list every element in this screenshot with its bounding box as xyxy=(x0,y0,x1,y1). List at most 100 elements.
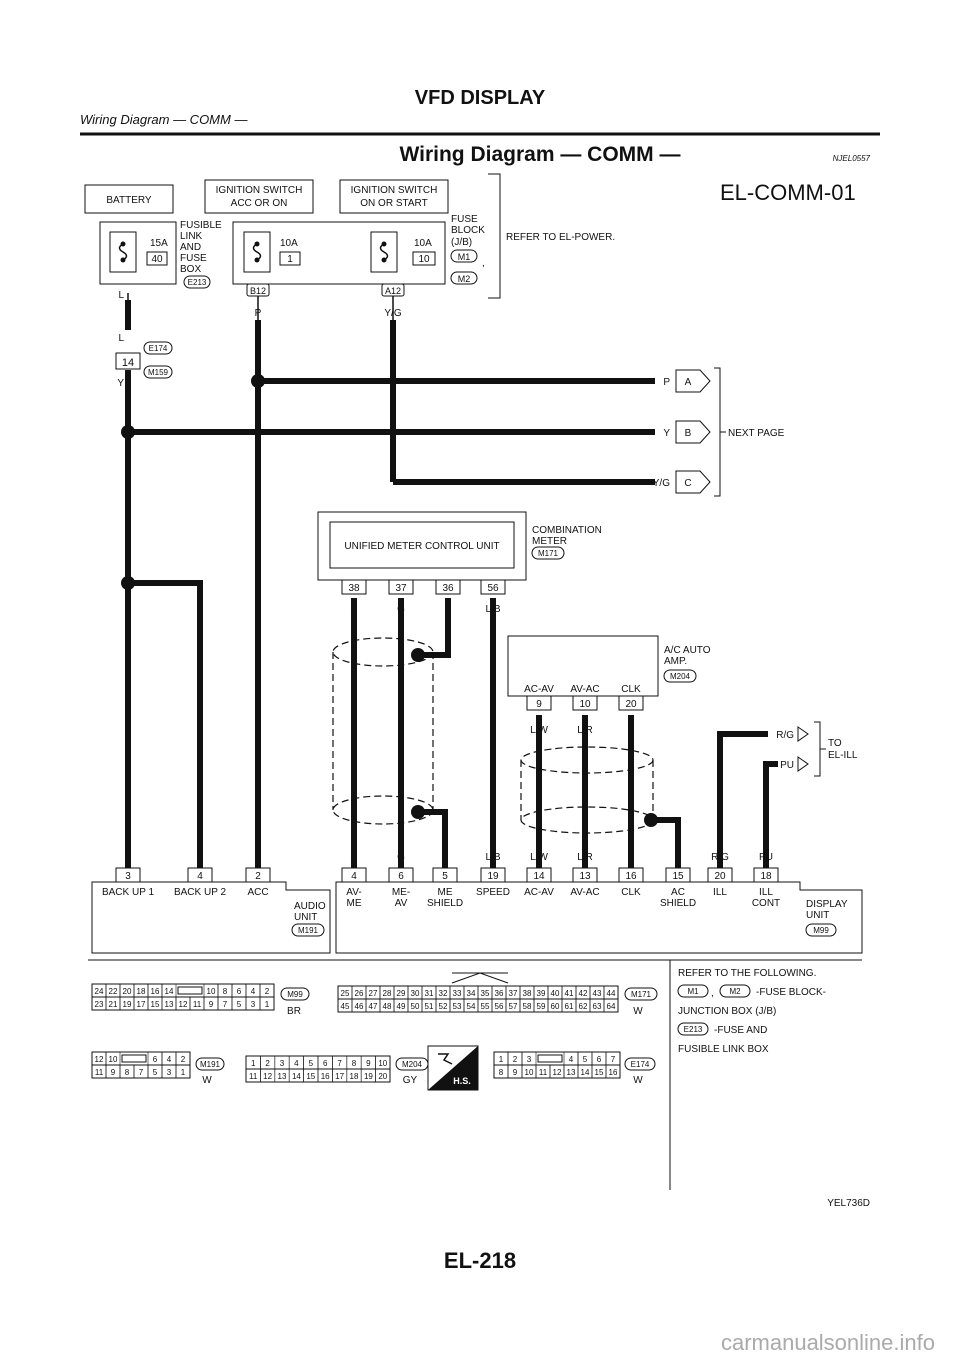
m171-cavity: 38 xyxy=(523,989,532,998)
m99-cavity: 20 xyxy=(123,987,132,996)
m171-cavity: 45 xyxy=(341,1002,350,1011)
m99-cavity: 15 xyxy=(151,1000,160,1009)
battery-box xyxy=(84,184,174,214)
e174-id: E174 xyxy=(631,1060,650,1069)
fuse-dots xyxy=(120,241,387,263)
fuse-10a-rating-a: 10A xyxy=(280,238,298,249)
m99-cavity: 2 xyxy=(265,987,270,996)
display-pin-function: CLK xyxy=(621,887,641,898)
display-pin-box xyxy=(707,867,733,883)
display-pin-number: 5 xyxy=(442,871,448,882)
display-pin-function: ILL xyxy=(759,887,773,898)
m99-cavity: 4 xyxy=(251,987,256,996)
m99-cavity: 19 xyxy=(123,1000,132,1009)
display-pin-number: 20 xyxy=(714,871,726,882)
m204-cavity: 19 xyxy=(364,1072,373,1081)
fuse-block-label-3: (J/B) xyxy=(451,237,472,248)
fuse-40-number: 40 xyxy=(151,254,163,265)
m204-cavity: 12 xyxy=(263,1072,272,1081)
display-pin-box xyxy=(753,867,779,883)
m99-cavity: 13 xyxy=(165,1000,174,1009)
fusible-label-4: FUSE xyxy=(180,253,207,264)
m204-cavity: 9 xyxy=(366,1059,371,1068)
m171-cavity: 41 xyxy=(565,989,574,998)
audio-pin-2: 2 xyxy=(255,871,261,882)
refer-jbox: JUNCTION BOX (J/B) xyxy=(678,1006,776,1017)
m99-cavity: 8 xyxy=(223,987,228,996)
audio-wire-y1: Y xyxy=(125,852,132,863)
m191-connector: M191 xyxy=(298,926,319,935)
ign-acc-label-1: IGNITION SWITCH xyxy=(216,185,303,196)
m191-cavity: 4 xyxy=(167,1055,172,1064)
b12-connector: B12 xyxy=(250,286,266,296)
audio-name-2: UNIT xyxy=(294,912,317,923)
e174-cavity: 13 xyxy=(567,1068,576,1077)
m99-cavity: 1 xyxy=(265,1000,270,1009)
m204-cavity: 17 xyxy=(335,1072,344,1081)
m191-cavity: 10 xyxy=(109,1055,118,1064)
m204-id: M204 xyxy=(402,1060,423,1069)
section-title: VFD DISPLAY xyxy=(415,87,546,109)
fuse-block-label-1: FUSE xyxy=(451,214,478,225)
display-wire-color: L/W xyxy=(530,852,548,863)
amp-wire-lr: L/R xyxy=(577,725,593,736)
m99-cavity: 11 xyxy=(193,1000,202,1009)
display-pin-box xyxy=(480,867,506,883)
meter-pin-37: 37 xyxy=(395,583,407,594)
m171-cavity: 35 xyxy=(481,989,490,998)
figure-id: YEL736D xyxy=(827,1198,870,1209)
display-unit-box xyxy=(335,881,863,954)
amp-func-av-ac: AV-AC xyxy=(570,684,599,695)
e174-cavity: 2 xyxy=(513,1055,518,1064)
wire-color-yg: Y/G xyxy=(384,308,401,319)
m191-cavity: 8 xyxy=(125,1068,130,1077)
next-wire-yg: Y/G xyxy=(653,478,670,489)
display-pin-number: 4 xyxy=(351,871,357,882)
meter-pin-36: 36 xyxy=(442,583,454,594)
amp-func-ac-av: AC-AV xyxy=(524,684,554,695)
m171-cavity: 27 xyxy=(369,989,378,998)
m191-cavity: 1 xyxy=(181,1068,186,1077)
refer-title: REFER TO THE FOLLOWING. xyxy=(678,968,816,979)
display-pin-function: AV-AC xyxy=(570,887,599,898)
fuse-1-number: 1 xyxy=(287,254,293,265)
m191-cavity: 7 xyxy=(139,1068,144,1077)
m204-cavity: 5 xyxy=(309,1059,314,1068)
m191-cavity: 9 xyxy=(111,1068,116,1077)
m204-connector: M204 xyxy=(670,672,691,681)
display-pin-number: 18 xyxy=(760,871,772,882)
m204-cavity: 20 xyxy=(378,1072,387,1081)
m171-cavity: 36 xyxy=(495,989,504,998)
m171-cavity: 26 xyxy=(355,989,364,998)
fuse-10a-rating-b: 10A xyxy=(414,238,432,249)
section-code: NJEL0557 xyxy=(833,154,871,163)
amp-wire-lw: L/W xyxy=(530,725,548,736)
m171-cavity: 37 xyxy=(509,989,518,998)
m99-cavity: 7 xyxy=(223,1000,228,1009)
e174-cavity: 4 xyxy=(569,1055,574,1064)
e174-cavity: 3 xyxy=(527,1055,532,1064)
fusible-label-1: FUSIBLE xyxy=(180,220,222,231)
audio-func-acc: ACC xyxy=(247,887,268,898)
meter-control-unit: UNIFIED METER CONTROL UNIT xyxy=(344,541,499,552)
pin-14: 14 xyxy=(122,357,134,369)
comma-separator: , xyxy=(482,258,485,269)
next-wire-p: P xyxy=(663,377,670,388)
display-pin-function-2: CONT xyxy=(752,898,780,909)
connector-bubbles xyxy=(195,987,658,1071)
display-pin-box xyxy=(432,867,458,883)
m204-cavity: 16 xyxy=(321,1072,330,1081)
next-wire-y: Y xyxy=(663,428,670,439)
display-pin-box xyxy=(618,867,644,883)
refer-power-label: REFER TO EL-POWER. xyxy=(506,232,615,243)
m171-cavity: 50 xyxy=(411,1002,420,1011)
display-wire-color: L/R xyxy=(577,852,593,863)
fusible-label-5: BOX xyxy=(180,264,201,275)
amp-name-2: AMP. xyxy=(664,656,687,667)
display-pin-function: AV- xyxy=(346,887,361,898)
audio-wire-p: P xyxy=(255,852,262,863)
display-pin-number: 13 xyxy=(579,871,591,882)
